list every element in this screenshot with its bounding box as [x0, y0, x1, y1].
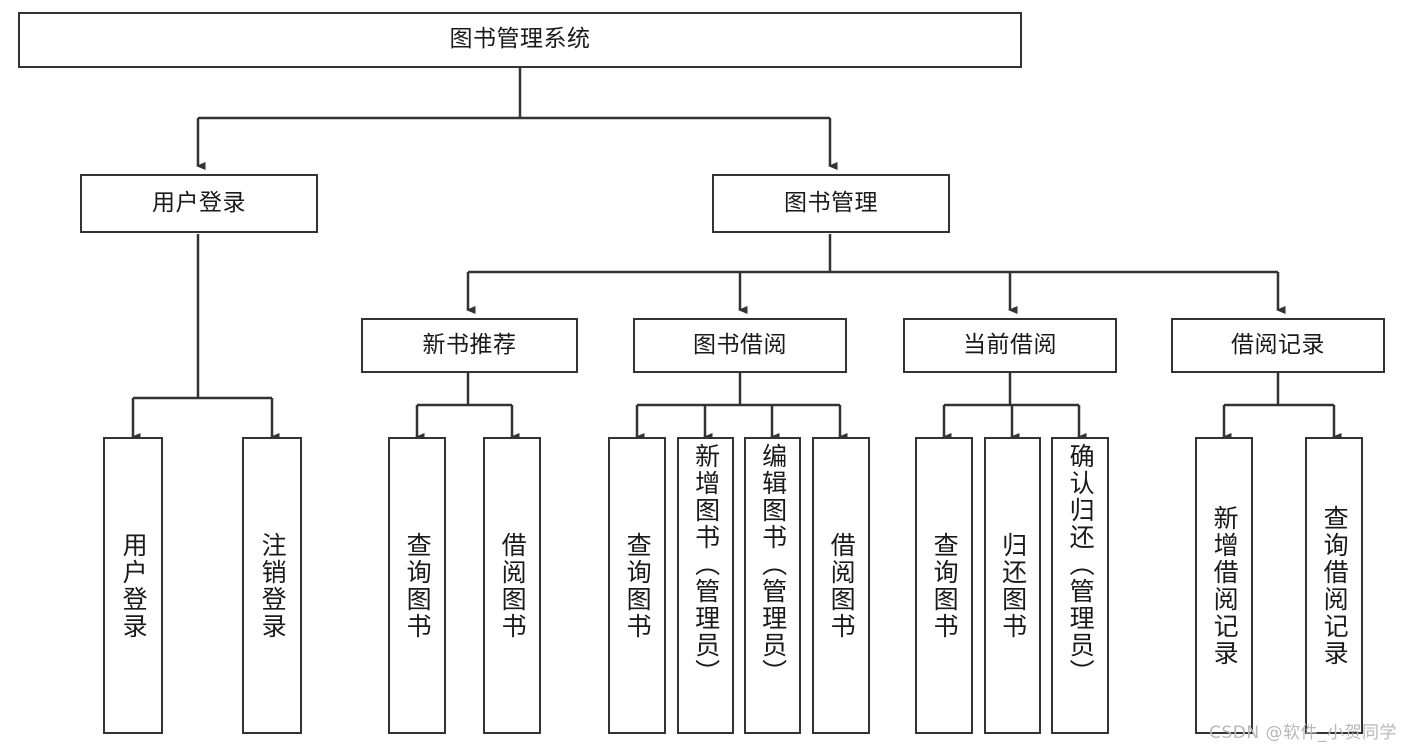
- leaf-label: 归还图书: [998, 531, 1028, 640]
- node-book-borrow-label: 图书借阅: [693, 331, 787, 358]
- leaf-borrow-record-add[interactable]: 新增借阅记录: [1195, 437, 1253, 734]
- leaf-user-login-logout[interactable]: 注销登录: [242, 437, 302, 734]
- leaf-label: 查询借阅记录: [1320, 504, 1350, 667]
- leaf-book-borrow-add[interactable]: 新增图书（管理员）: [677, 437, 734, 734]
- leaf-book-borrow-edit[interactable]: 编辑图书（管理员）: [744, 437, 801, 734]
- node-book-management-label: 图书管理: [784, 189, 878, 216]
- leaf-label: 注销登录: [258, 531, 288, 640]
- leaf-new-book-query[interactable]: 查询图书: [388, 437, 446, 734]
- leaf-current-borrow-query[interactable]: 查询图书: [915, 437, 973, 734]
- node-user-login[interactable]: 用户登录: [80, 174, 318, 233]
- leaf-new-book-borrow[interactable]: 借阅图书: [483, 437, 541, 734]
- leaf-label: 查询图书: [403, 531, 433, 640]
- node-book-borrow[interactable]: 图书借阅: [633, 318, 847, 373]
- leaf-label: 借阅图书: [827, 531, 857, 640]
- leaf-current-borrow-confirm[interactable]: 确认归还（管理员）: [1051, 437, 1109, 734]
- leaf-label: 新增借阅记录: [1210, 504, 1240, 667]
- leaf-label: 查询图书: [930, 531, 960, 640]
- leaf-label: 查询图书: [623, 531, 653, 640]
- node-borrow-record-label: 借阅记录: [1231, 331, 1325, 358]
- node-user-login-label: 用户登录: [152, 189, 246, 216]
- leaf-book-borrow-borrow[interactable]: 借阅图书: [812, 437, 870, 734]
- node-root-label: 图书管理系统: [449, 26, 591, 53]
- node-current-borrow[interactable]: 当前借阅: [903, 318, 1117, 373]
- node-root[interactable]: 图书管理系统: [18, 12, 1022, 68]
- node-book-management[interactable]: 图书管理: [712, 174, 950, 233]
- node-new-book-recommend-label: 新书推荐: [422, 331, 517, 358]
- node-borrow-record[interactable]: 借阅记录: [1171, 318, 1385, 373]
- leaf-current-borrow-return[interactable]: 归还图书: [984, 437, 1041, 734]
- watermark-text: CSDN @软件_小贺同学: [1209, 723, 1397, 743]
- leaf-label: 确认归还（管理员）: [1066, 443, 1096, 686]
- node-new-book-recommend[interactable]: 新书推荐: [361, 318, 578, 373]
- leaf-label: 借阅图书: [498, 531, 528, 640]
- leaf-label: 新增图书（管理员）: [691, 443, 721, 686]
- node-current-borrow-label: 当前借阅: [963, 331, 1057, 358]
- leaf-borrow-record-query[interactable]: 查询借阅记录: [1305, 437, 1363, 734]
- leaf-book-borrow-query[interactable]: 查询图书: [608, 437, 666, 734]
- leaf-label: 用户登录: [119, 531, 149, 640]
- leaf-user-login-login[interactable]: 用户登录: [103, 437, 163, 734]
- leaf-label: 编辑图书（管理员）: [758, 443, 788, 686]
